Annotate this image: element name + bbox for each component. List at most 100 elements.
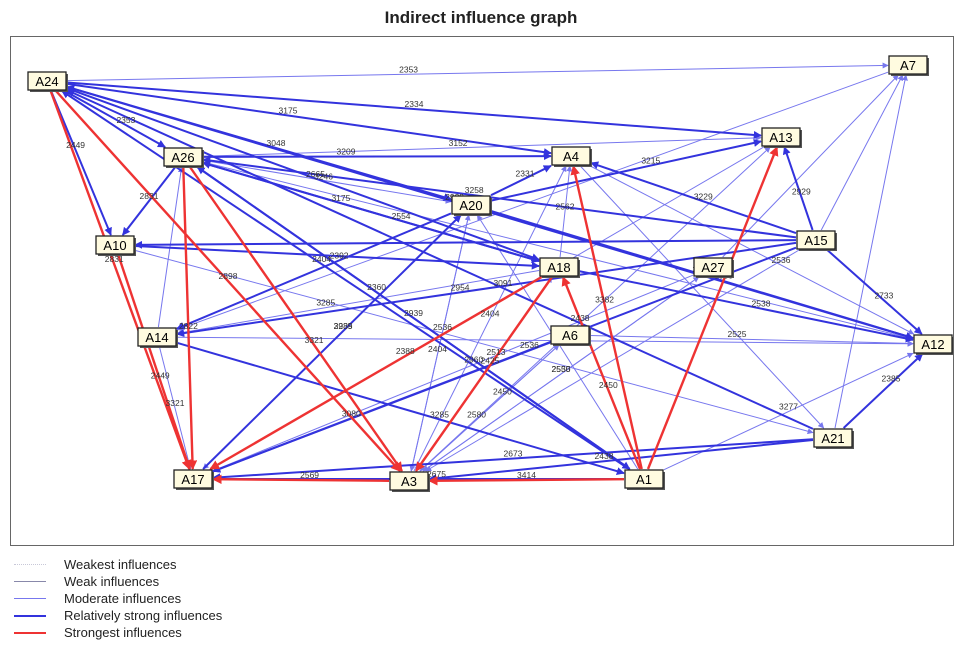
edge-label: 3175 [331,193,350,203]
edge-a10-a21 [134,249,814,435]
edge-a24-a4 [66,82,552,157]
edge-label: 2525 [728,329,747,339]
edge-a1-a3 [428,475,625,486]
edge-label: 2513 [487,347,506,357]
legend-swatch [14,614,46,617]
edge-label: 2580 [467,410,486,420]
edge-a24-a26 [64,90,166,148]
edge-label: 2562 [556,202,575,212]
legend-item-relstrong: Relatively strong influences [14,607,222,624]
edge-label: 3285 [316,298,335,308]
edge-label: 2675 [427,469,446,479]
edge-label: 3080 [342,409,361,419]
node-a10: A10 [95,235,136,256]
node-a12: A12 [913,334,953,355]
edge-a1-a18 [561,276,642,470]
node-label: A12 [921,337,944,352]
edge-label: 2438 [571,313,590,323]
legend-item-strongest: Strongest influences [14,624,222,641]
edge-a21-a17 [212,438,814,482]
edge-a15-a12 [826,249,923,335]
node-label: A24 [35,74,58,89]
edge-label: 3321 [166,398,185,408]
node-label: A4 [563,149,579,164]
node-a4: A4 [551,146,592,167]
node-box [451,195,491,215]
edge-a26-a3 [189,166,403,472]
edge-a14-a12 [176,336,914,347]
edge-a7-a14 [176,71,889,331]
edge-label: 3382 [595,295,614,305]
node-a1: A1 [624,469,665,490]
edge-a3-a13 [419,146,771,472]
edge-a1-a13 [646,146,779,470]
node-label: A14 [145,330,168,345]
node-a21: A21 [813,428,854,449]
edge-label: 2536 [520,340,539,350]
edge-a26-a20 [202,159,452,204]
edge-a15-a13 [782,146,814,231]
node-box [888,55,928,75]
edge-labels-layer: 2353315226652939240433213091256232852960… [66,64,901,480]
node-a17: A17 [173,469,214,490]
legend-item-weak: Weak influences [14,573,222,590]
node-box [550,325,590,345]
node-a18: A18 [539,257,580,278]
edge-a18-a26 [202,161,540,263]
edge-a6-a12 [589,335,914,347]
node-label: A26 [171,150,194,165]
edge-label: 3209 [337,147,356,157]
edge-label: 2929 [792,187,811,197]
edge-label: 2404 [428,344,447,354]
node-box [796,230,836,250]
edge-label: 2530 [552,364,571,374]
legend-swatch [14,581,46,582]
node-a26: A26 [163,147,204,168]
edge-label: 3321 [305,335,324,345]
edge-a21-a3 [428,439,814,483]
edge-a18-a12 [578,270,914,343]
edge-a20-a14 [176,212,452,330]
edge-label: 3091 [493,278,512,288]
node-box [137,327,177,347]
edge-a14-a1 [176,341,625,476]
edge-a27-a7 [722,74,899,258]
edge-label: 3215 [641,156,660,166]
edge-a3-a17 [212,474,390,485]
edge-label: 2554 [392,211,411,221]
edge-label: 2331 [516,169,535,179]
edge-label: 2939 [334,321,353,331]
edge-label: 2438 [595,451,614,461]
node-a6: A6 [550,325,591,346]
edge-label: 3175 [279,106,298,116]
edge-label: 2392 [330,250,349,260]
node-box [624,469,664,489]
edge-a1-a26 [196,166,631,470]
edge-a24-a10 [50,90,112,236]
edge-label: 3229 [694,191,713,201]
node-a3: A3 [389,471,430,492]
graph-title: Indirect influence graph [384,8,578,27]
edge-label: 2898 [219,271,238,281]
edge-label: 2425 [481,355,500,365]
edge-label: 2831 [105,254,124,264]
node-box [913,334,953,354]
edge-label: 2673 [504,449,523,459]
edge-label: 2450 [493,386,512,396]
edge-a24-a13 [66,81,762,139]
edge-a26-a4 [202,152,552,161]
edge-label: 2536 [433,322,452,332]
edge-a18-a17 [209,275,543,471]
influence-graph: 2353315226652939240433213091256232852960… [27,55,953,492]
node-label: A10 [103,238,126,253]
edge-a15-a7 [820,74,904,231]
edge-label: 2450 [599,380,618,390]
edge-a15-a10 [134,239,797,249]
edge-a15-a4 [590,161,797,235]
node-a13: A13 [761,127,802,148]
node-box [27,71,67,91]
edge-a24-a18 [66,87,540,262]
edge-a20-a4 [490,164,552,197]
edge-label: 2538 [752,299,771,309]
